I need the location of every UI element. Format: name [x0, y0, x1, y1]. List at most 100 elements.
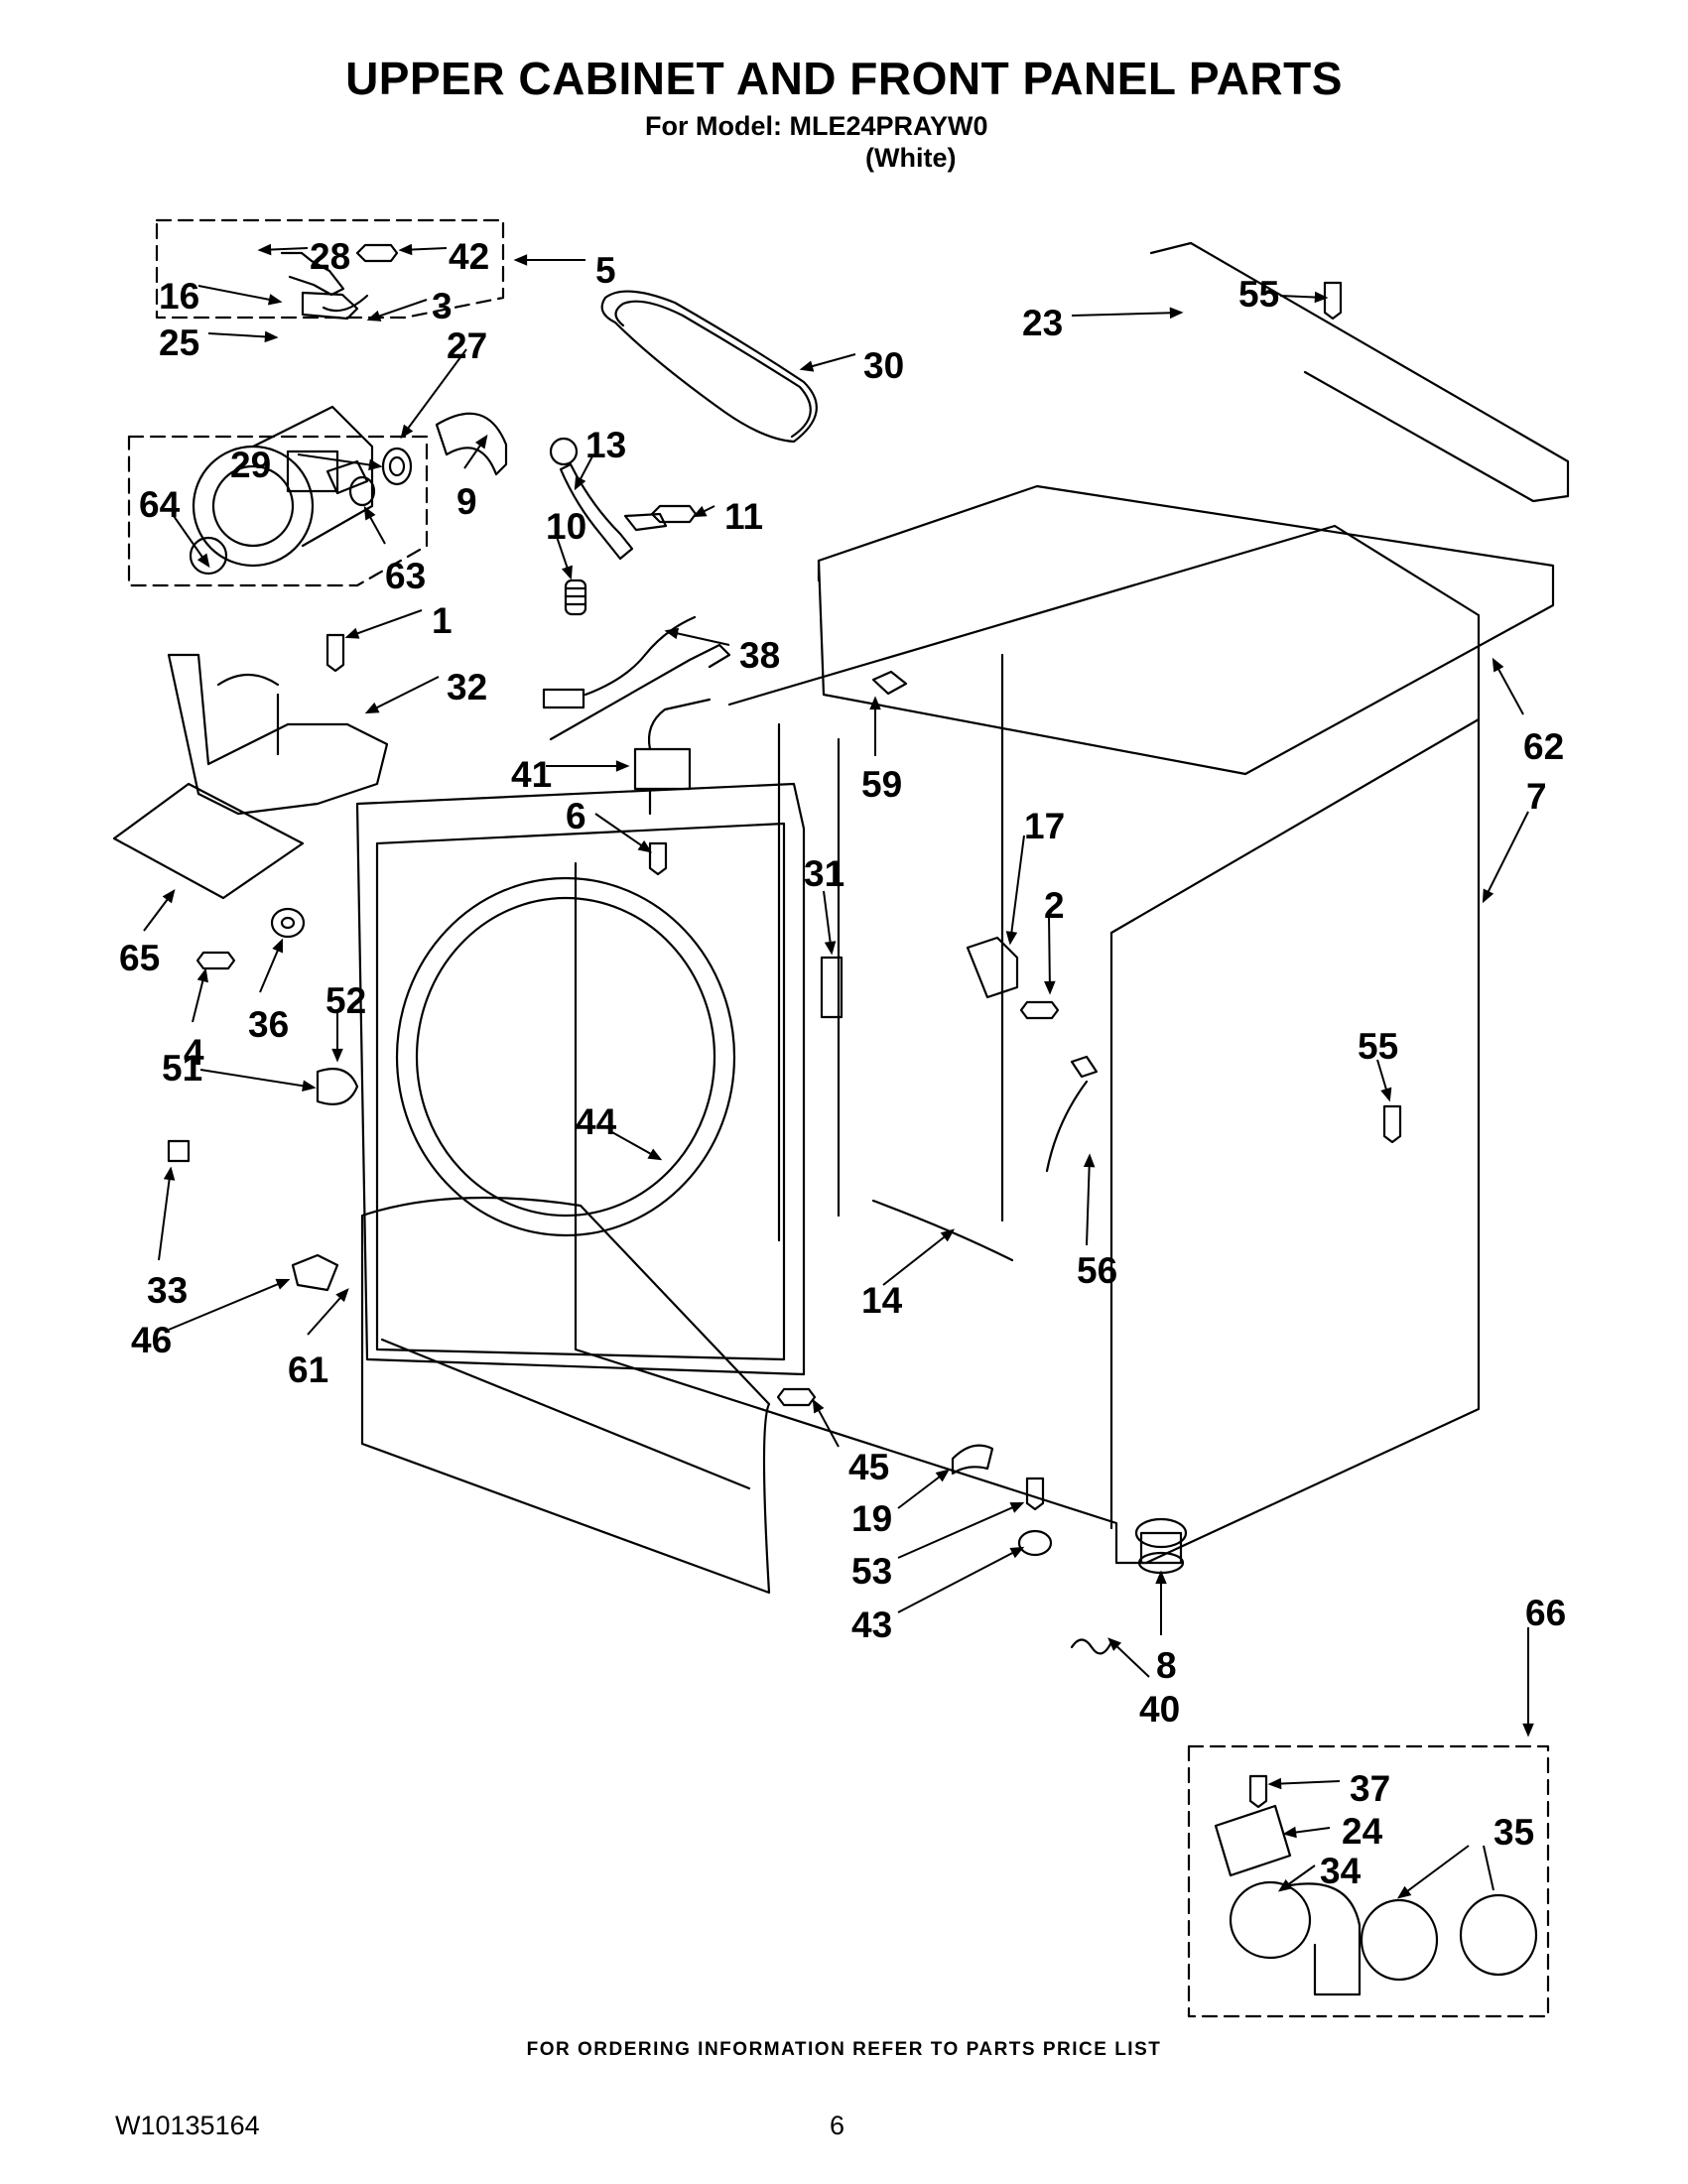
- washer-36: [270, 907, 306, 939]
- arrowhead-6: [637, 839, 653, 853]
- leader-line-29: [297, 453, 381, 467]
- screw-2: [1019, 1000, 1060, 1020]
- arrowhead-43: [1009, 1546, 1025, 1559]
- arrowhead-29: [368, 458, 383, 471]
- callout-40: 40: [1139, 1689, 1180, 1730]
- arrowhead-56: [1083, 1153, 1096, 1168]
- arrowhead-1: [344, 627, 360, 639]
- callout-66: 66: [1525, 1593, 1566, 1633]
- arrowhead-9: [474, 434, 488, 450]
- callout-2: 2: [1044, 885, 1065, 926]
- callout-51: 51: [162, 1048, 202, 1089]
- callout-43: 43: [851, 1605, 892, 1645]
- screw-11: [650, 504, 698, 524]
- arrowhead-42: [398, 243, 413, 256]
- arrowhead-2: [1044, 980, 1056, 995]
- arrowhead-46: [275, 1278, 291, 1290]
- callout-36: 36: [248, 1004, 289, 1045]
- arrowhead-61: [335, 1288, 349, 1303]
- leader-line-23: [1071, 312, 1182, 317]
- plate-24: [1214, 1804, 1292, 1877]
- callout-30: 30: [863, 345, 904, 386]
- callout-62: 62: [1523, 726, 1564, 767]
- top-rear-rail: [1149, 241, 1570, 503]
- nut-63: [348, 475, 376, 507]
- elbow-34: [1229, 1880, 1362, 1996]
- arrowhead-55: [1314, 291, 1329, 304]
- leader-line-43: [897, 1547, 1023, 1613]
- front-panel: [355, 782, 806, 1376]
- callout-3: 3: [432, 286, 453, 326]
- arrowhead-7: [1482, 888, 1494, 904]
- arrowhead-66: [1522, 1723, 1534, 1737]
- callout-55: 55: [1238, 274, 1279, 315]
- arrowhead-5: [513, 254, 528, 266]
- callout-59: 59: [861, 764, 902, 805]
- arrowhead-53: [1009, 1501, 1025, 1513]
- leader-line-16: [197, 285, 281, 303]
- arrowhead-35: [1396, 1885, 1412, 1899]
- screw-1: [325, 633, 345, 673]
- screw-53: [1025, 1477, 1045, 1511]
- leader-line-35: [1398, 1845, 1470, 1898]
- cover-35-right: [1459, 1893, 1538, 1977]
- callout-13: 13: [585, 425, 626, 465]
- callout-38: 38: [739, 635, 780, 676]
- arrowhead-62: [1492, 657, 1504, 673]
- callout-4: 4: [184, 1032, 204, 1073]
- callout-28: 28: [310, 236, 350, 277]
- leader-line-7: [1483, 811, 1529, 902]
- clip-40: [1070, 1638, 1113, 1655]
- callout-61: 61: [288, 1349, 328, 1390]
- callout-16: 16: [159, 276, 199, 317]
- callout-55: 55: [1358, 1026, 1398, 1067]
- arrowhead-63: [363, 505, 376, 521]
- motor-group: [127, 435, 429, 587]
- ordering-note: FOR ORDERING INFORMATION REFER TO PARTS …: [526, 2039, 1162, 2060]
- hinge-52: [316, 1068, 359, 1105]
- arrowhead-10: [561, 565, 573, 580]
- cabinet: [574, 524, 1481, 1565]
- thermistor-part: [280, 251, 369, 321]
- screw-4: [195, 951, 236, 970]
- arrowhead-41: [615, 760, 630, 772]
- washer-43: [1017, 1529, 1053, 1557]
- arrowhead-23: [1169, 307, 1184, 320]
- arrowhead-11: [692, 505, 708, 518]
- exhaust-kit-group: [1187, 1744, 1550, 2018]
- callout-25: 25: [159, 322, 199, 363]
- screw-33: [167, 1139, 191, 1163]
- arrowhead-34: [1277, 1878, 1293, 1892]
- screw-42: [355, 243, 399, 263]
- arrowhead-16: [267, 294, 283, 306]
- leader-line-37: [1269, 1780, 1341, 1785]
- arrowhead-40: [1107, 1637, 1122, 1651]
- motor-mount-bracket: [167, 653, 389, 816]
- bearing-29: [381, 447, 413, 486]
- wire-harness-38: [542, 615, 731, 741]
- glide-8: [1134, 1517, 1188, 1575]
- clip-19: [951, 1444, 994, 1476]
- motor-clamp: [435, 412, 508, 476]
- callout-29: 29: [230, 445, 271, 485]
- leader-line-27: [401, 348, 467, 438]
- arrowhead-32: [364, 702, 380, 714]
- leader-line-53: [897, 1502, 1023, 1559]
- arrowhead-44: [647, 1148, 663, 1161]
- door-switch-41: [633, 698, 712, 816]
- arrowhead-31: [824, 941, 837, 956]
- drive-belt: [600, 290, 818, 444]
- screw-45: [776, 1387, 817, 1407]
- leader-line-6: [594, 813, 651, 852]
- callout-33: 33: [147, 1270, 188, 1311]
- callout-56: 56: [1077, 1250, 1117, 1291]
- callout-8: 8: [1156, 1645, 1177, 1686]
- screw-55b: [1382, 1104, 1402, 1144]
- leader-line-14: [882, 1229, 954, 1286]
- callout-45: 45: [848, 1447, 889, 1487]
- callout-27: 27: [447, 325, 487, 366]
- cover-35-left: [1360, 1898, 1439, 1982]
- callout-9: 9: [456, 481, 477, 522]
- callout-5: 5: [595, 250, 616, 291]
- arrowhead-51: [302, 1080, 317, 1092]
